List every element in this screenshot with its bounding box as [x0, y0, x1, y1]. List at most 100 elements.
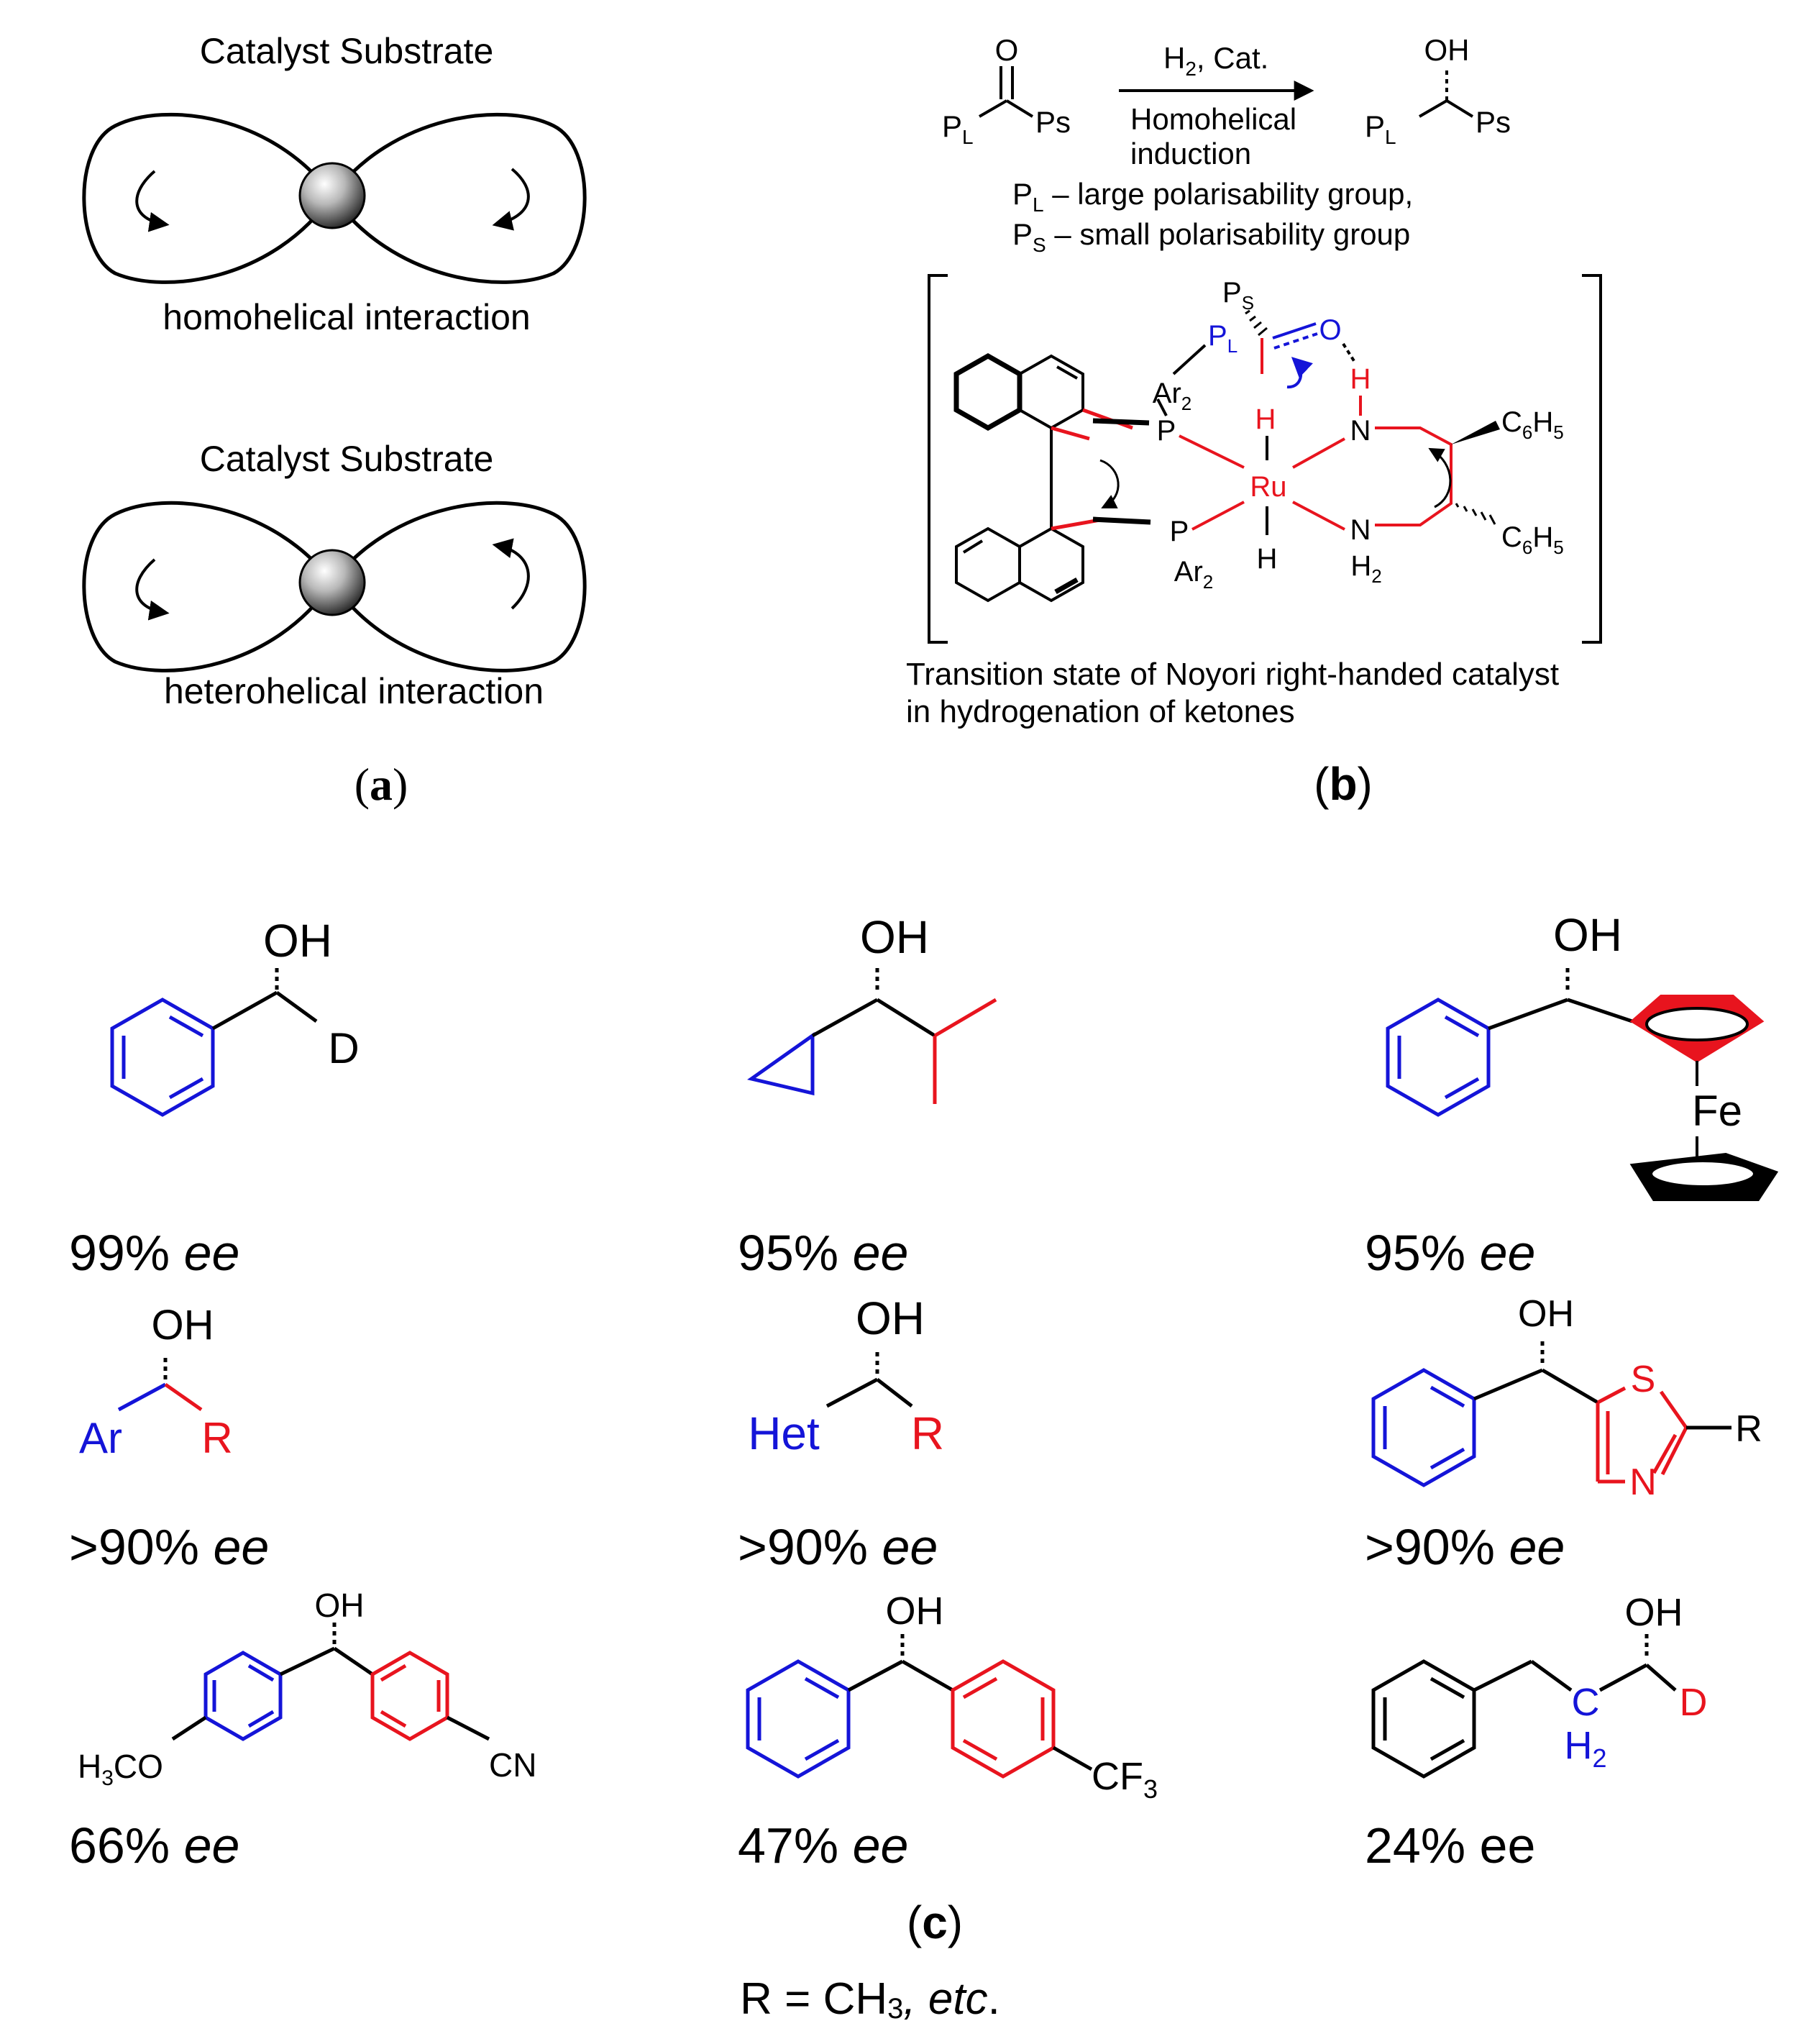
ts-hash-bottom [1455, 503, 1496, 525]
compound-3: OH Fe 95% ee [1365, 909, 1779, 1281]
ts-ar-top: Ar2 [1153, 378, 1191, 414]
ketone-structure [978, 66, 1034, 118]
ts-ar-bottom: Ar2 [1174, 556, 1213, 593]
condition-line-1: Homohelical [1130, 102, 1296, 136]
ts-p-bottom: P [1170, 516, 1189, 547]
ketone-o: O [995, 33, 1019, 67]
compound-6-r: R [1735, 1408, 1762, 1450]
ts-bracket-left [928, 274, 948, 644]
ts-blue-arrow [1286, 357, 1313, 389]
compound-6-ee: >90% ee [1365, 1519, 1565, 1575]
product-oh: OH [1424, 33, 1470, 67]
compound-6-oh: OH [1518, 1293, 1574, 1335]
compound-4-ee: >90% ee [69, 1519, 269, 1575]
compound-6-s: S [1631, 1359, 1656, 1400]
product-pl: PL [1365, 109, 1396, 148]
compound-6-thiazole [1596, 1386, 1688, 1484]
compound-1: OH D 99% ee [69, 915, 360, 1281]
panel-c-label: (c) [907, 1897, 963, 1948]
ts-inner-arrow-right [1428, 447, 1452, 508]
binaphthyl [953, 352, 1084, 603]
panel-b-label: (b) [1314, 758, 1373, 810]
compound-7-ee: 66% ee [69, 1817, 239, 1874]
panel-a-bottom-caption: heterohelical interaction [164, 671, 544, 711]
panel-b-caption-1: Transition state of Noyori right-handed … [906, 657, 1559, 692]
compound-9-phenyl [1371, 1659, 1476, 1779]
ts-co-bond [1272, 322, 1317, 339]
compound-2-cyclopropane [747, 1032, 815, 1096]
binaphthyl-red-bonds [1051, 408, 1133, 531]
ts-wedge-top [1451, 421, 1500, 444]
ts-ps: PS [1222, 277, 1254, 314]
compound-2: OH 95% ee [738, 911, 997, 1281]
compound-1-oh: OH [263, 915, 332, 967]
homohelical-loops [82, 112, 587, 284]
legend-line-1: PL – large polarisability group, [1012, 177, 1413, 216]
product-ps: Ps [1476, 105, 1511, 139]
ts-ps-hash [1245, 309, 1268, 337]
compound-5-het: Het [748, 1407, 820, 1459]
ts-n-top: N [1350, 415, 1371, 447]
panel-a-label: (a) [354, 759, 408, 810]
panel-b-caption-2: in hydrogenation of ketones [906, 694, 1295, 729]
panel-c-footnote: R = CH3, etc. [740, 1974, 1000, 2025]
compound-5-ee: >90% ee [738, 1519, 938, 1575]
ts-n-bottom: N [1350, 514, 1371, 546]
compound-4-oh: OH [152, 1302, 214, 1349]
compound-5: OH Het R >90% ee [738, 1292, 944, 1575]
compound-1-benzene [110, 998, 215, 1117]
ketone-pl: PL [942, 109, 974, 148]
compound-9-oh: OH [1625, 1591, 1683, 1634]
compound-5-r: R [911, 1407, 944, 1459]
legend-line-2: PS – small polarisability group [1012, 217, 1410, 256]
ts-bracket-right [1582, 274, 1602, 644]
compound-4: OH Ar R >90% ee [69, 1302, 269, 1575]
ts-inner-arrow-left [1099, 459, 1120, 508]
compound-9-c: C [1572, 1681, 1600, 1724]
ts-c6h5-bottom: C6H5 [1501, 521, 1564, 558]
reagent-label: H2, Cat. [1163, 41, 1268, 80]
compound-2-ee: 95% ee [738, 1225, 908, 1281]
binaphthyl-black-p-bonds [1092, 418, 1151, 525]
panel-b: O PL Ps H2, Cat. Homohelical induction O… [906, 33, 1602, 810]
compound-6-n: N [1629, 1461, 1657, 1503]
homohelical-ball [298, 162, 366, 229]
compound-3-fe: Fe [1692, 1087, 1742, 1135]
compound-7-anisyl-ring [203, 1651, 283, 1741]
ts-p-top: P [1157, 415, 1176, 447]
ts-co-dashed [1273, 332, 1318, 350]
compound-4-ar: Ar [79, 1414, 122, 1462]
ts-h2: H2 [1350, 550, 1381, 587]
compound-3-cp-bottom [1629, 1152, 1779, 1201]
panel-c: OH D 99% ee OH 95% ee [69, 909, 1779, 2025]
compound-9: OH C H2 D 24% ee [1365, 1591, 1708, 1874]
compound-3-oh: OH [1553, 909, 1622, 961]
compound-6-benzene [1371, 1368, 1476, 1487]
panel-a: Catalyst Substrate homohelical interacti… [82, 31, 587, 810]
compound-1-ee: 99% ee [69, 1225, 239, 1281]
ts-c6h5-top: C6H5 [1501, 406, 1564, 443]
compound-6: OH S N R >90% ee [1365, 1293, 1762, 1575]
panel-a-top-header: Catalyst Substrate [200, 31, 494, 71]
panel-a-bottom-header: Catalyst Substrate [200, 439, 494, 479]
ts-h-top: H [1350, 363, 1371, 395]
ru-bonds [1179, 338, 1453, 531]
ts-o: O [1319, 314, 1341, 346]
ketone-ps: Ps [1035, 105, 1071, 139]
compound-8-ee: 47% ee [738, 1817, 908, 1874]
compound-1-d: D [328, 1024, 359, 1072]
compound-9-ee: 24% ee [1365, 1817, 1535, 1874]
compound-3-benzene [1386, 998, 1491, 1117]
compound-4-r: R [201, 1414, 232, 1462]
compound-7-meo: H3CO [78, 1748, 163, 1790]
ts-pl-ar-bond [1172, 344, 1207, 375]
heterohelical-ball [298, 549, 366, 616]
ts-ru: Ru [1250, 471, 1286, 503]
ts-oh-dashed [1342, 342, 1357, 365]
heterohelical-loops [82, 501, 587, 672]
ts-h-ru-bottom: H [1257, 543, 1278, 575]
compound-3-ee: 95% ee [1365, 1225, 1535, 1281]
compound-8-cf3-ring [951, 1659, 1056, 1779]
